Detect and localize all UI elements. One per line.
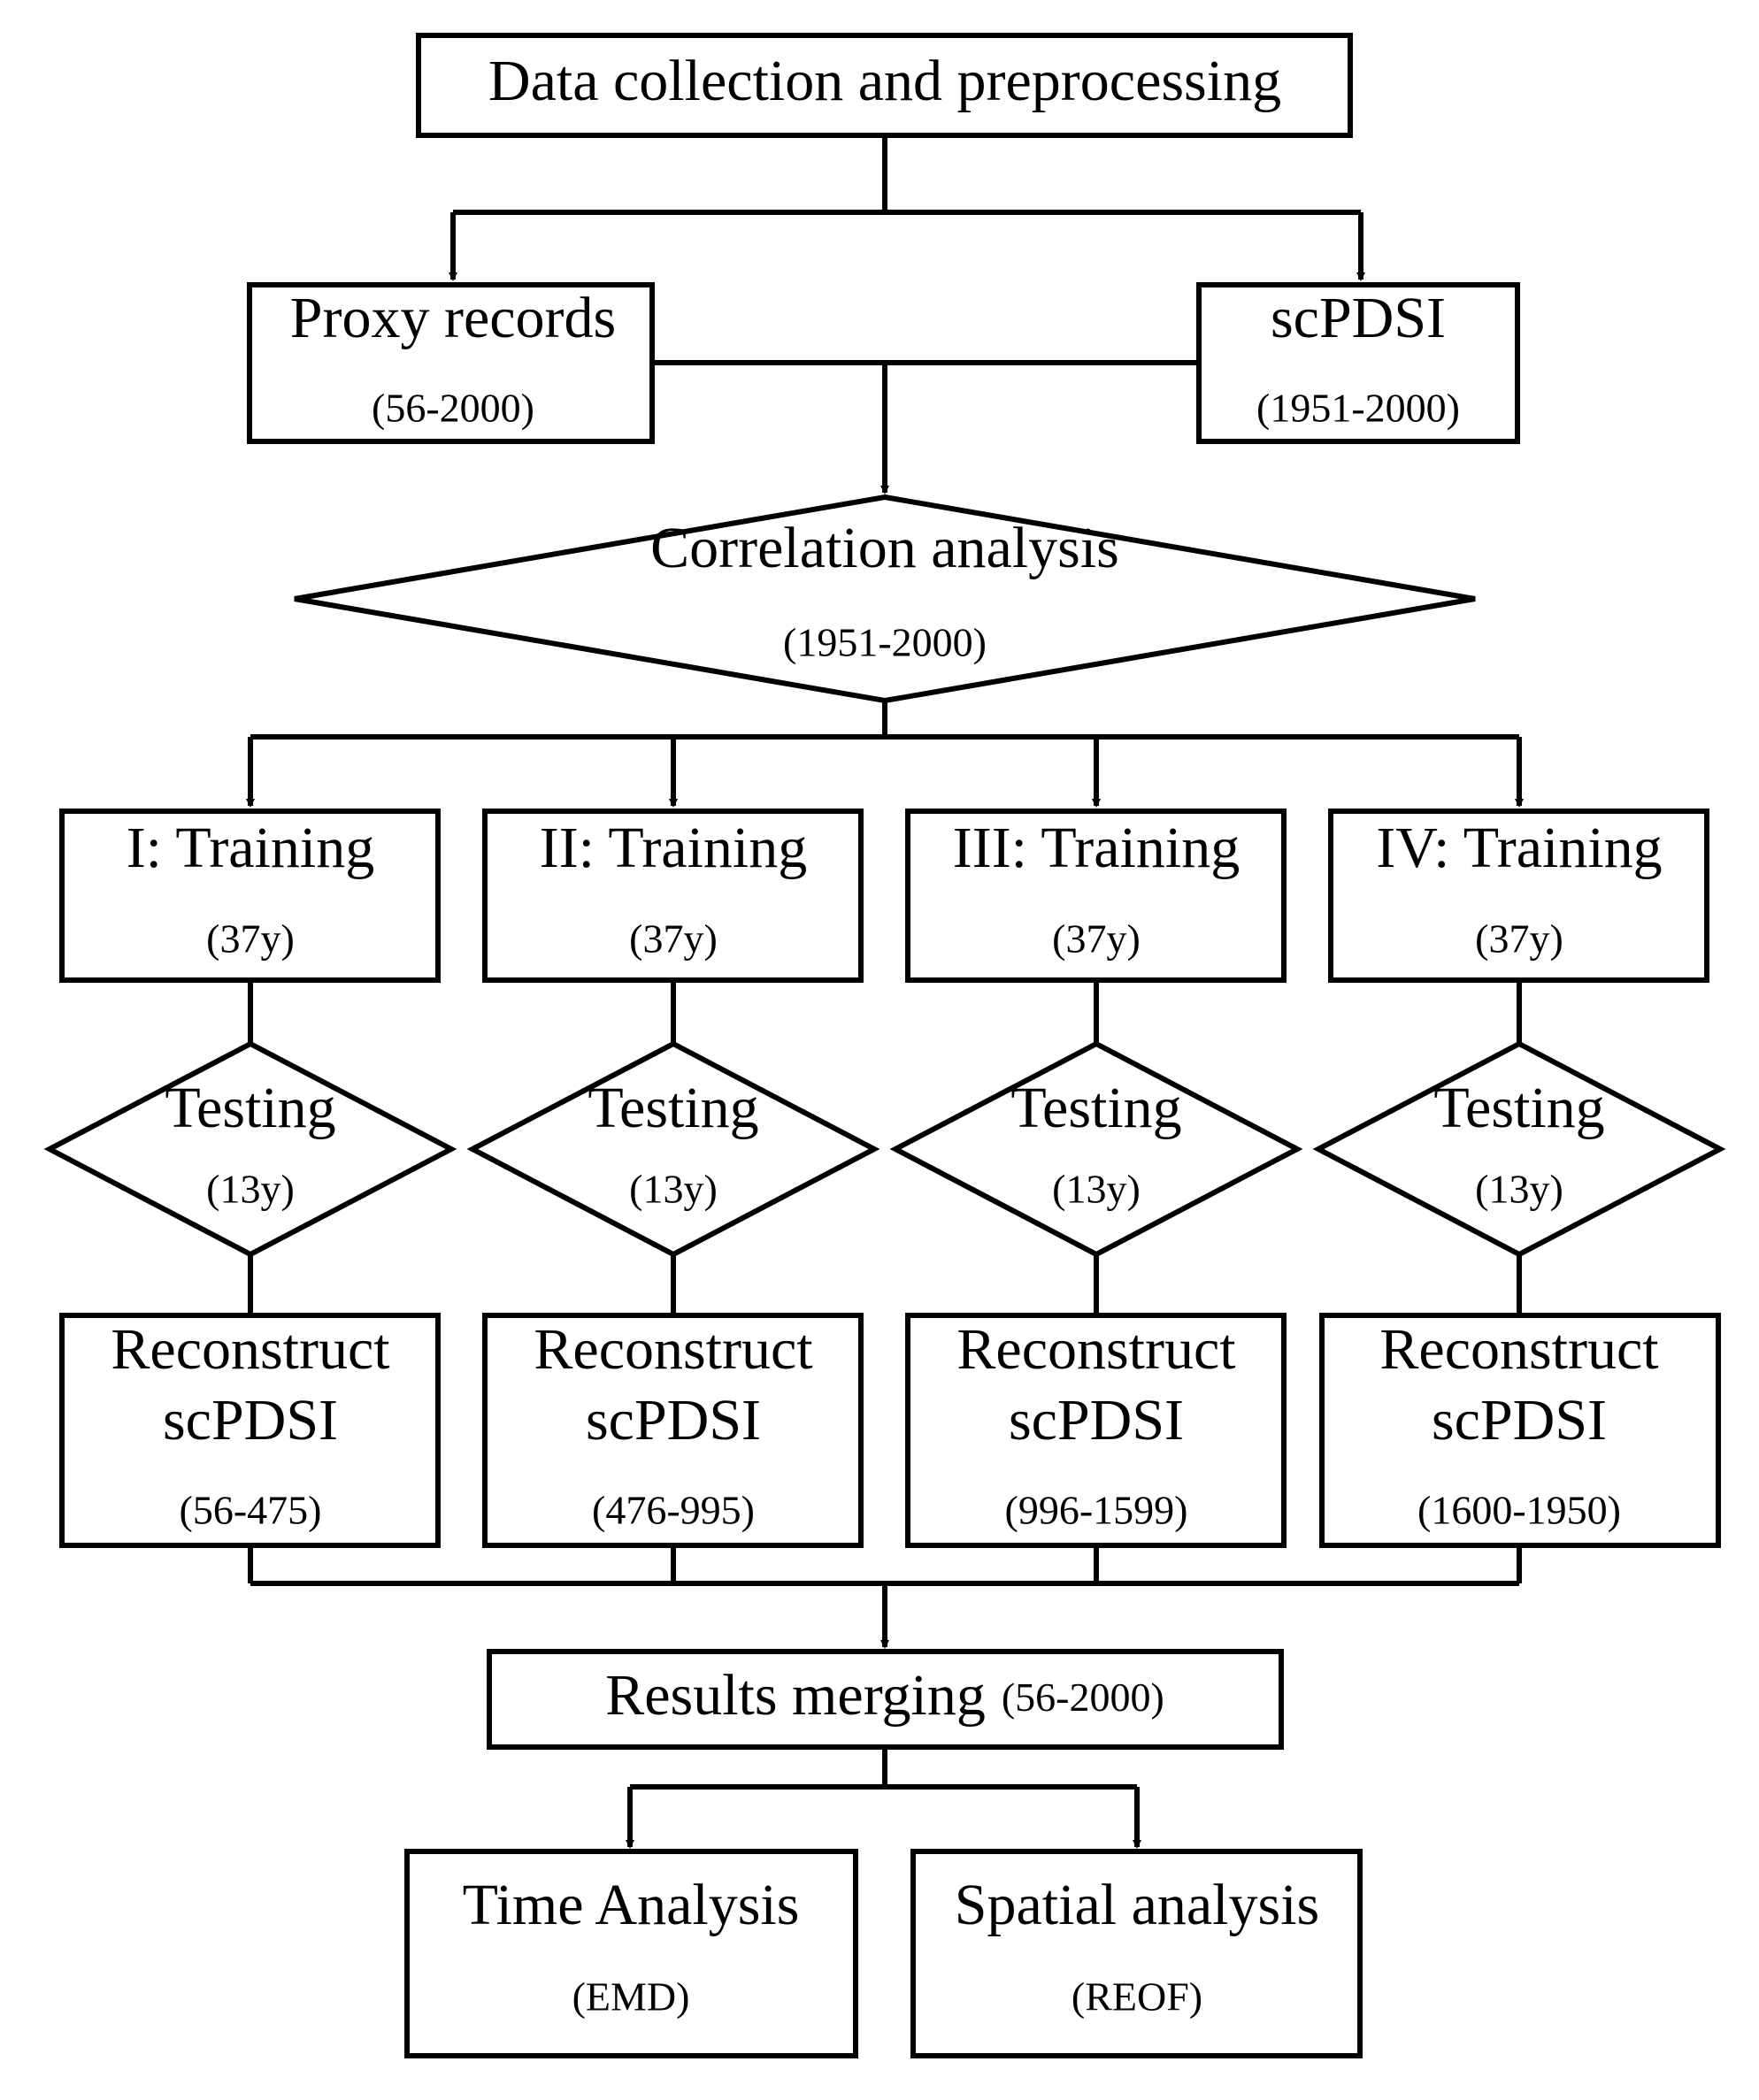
time-analysis-title: Time Analysis (463, 1873, 800, 1937)
spatial-analysis-box (910, 1849, 1363, 2058)
training-sub-3: (37y) (1052, 916, 1141, 962)
testing-diamond-3 (889, 1040, 1303, 1258)
reconstruct-sub-3: (996-1599) (1005, 1488, 1188, 1533)
reconstruct-box-4 (1319, 1313, 1721, 1548)
results-merging-box (487, 1649, 1284, 1750)
testing-diamond-2 (466, 1040, 880, 1258)
reconstruct-line1-2: Reconstruct (534, 1317, 812, 1382)
shapes (43, 33, 1726, 2058)
testing-sub-2: (13y) (629, 1167, 718, 1212)
testing-sub-4: (13y) (1475, 1167, 1563, 1212)
testing-sub-3: (13y) (1052, 1167, 1141, 1212)
proxy-records-box (247, 282, 655, 444)
arrows (246, 212, 1524, 1849)
training-sub-1: (37y) (206, 916, 295, 962)
results-merging-sub: (56-2000) (1002, 1675, 1164, 1720)
spatial-analysis-sub: (REOF) (1072, 1974, 1202, 2020)
results-merging-label: Results merging (56-2000) (605, 1663, 1164, 1728)
testing-title-1: Testing (165, 1076, 335, 1140)
training-sub-4: (37y) (1475, 916, 1563, 962)
reconstruct-sub-2: (476-995) (592, 1488, 755, 1533)
training-box-1 (59, 809, 441, 983)
reconstruct-line2-3: scPDSI (1009, 1388, 1184, 1452)
time-analysis-sub: (EMD) (572, 1974, 690, 2020)
results-merging-title: Results merging (605, 1663, 986, 1728)
scpdsi-title: scPDSI (1271, 286, 1446, 350)
reconstruct-box-2 (482, 1313, 864, 1548)
reconstruct-line1-3: Reconstruct (956, 1317, 1235, 1382)
correlation-sub: (1951-2000) (783, 620, 987, 665)
training-sub-2: (37y) (629, 916, 718, 962)
scpdsi-box (1196, 282, 1520, 444)
correlation-diamond (294, 494, 1476, 704)
training-box-3 (905, 809, 1287, 983)
proxy-records-title: Proxy records (290, 286, 616, 350)
testing-sub-1: (13y) (206, 1167, 295, 1212)
testing-title-3: Testing (1010, 1076, 1181, 1140)
testing-title-4: Testing (1433, 1076, 1604, 1140)
training-box-2 (482, 809, 864, 983)
reconstruct-box-3 (905, 1313, 1287, 1548)
reconstruct-sub-1: (56-475) (180, 1488, 322, 1533)
reconstruct-line1-1: Reconstruct (111, 1317, 389, 1382)
testing-diamond-1 (43, 1040, 457, 1258)
training-title-1: I: Training (127, 816, 375, 880)
reconstruct-line2-2: scPDSI (586, 1388, 761, 1452)
reconstruct-sub-4: (1600-1950) (1417, 1488, 1621, 1533)
correlation-title: Correlation analysis (650, 516, 1119, 580)
reconstruct-line1-4: Reconstruct (1379, 1317, 1658, 1382)
training-title-2: II: Training (540, 816, 808, 880)
data-collection-box (416, 33, 1353, 138)
labels: Data collection and preprocessing Proxy … (111, 49, 1662, 2019)
spatial-analysis-title: Spatial analysis (955, 1873, 1319, 1937)
reconstruct-line2-4: scPDSI (1432, 1388, 1607, 1452)
reconstruct-line2-1: scPDSI (163, 1388, 338, 1452)
training-title-3: III: Training (953, 816, 1241, 880)
time-analysis-box (404, 1849, 858, 2058)
testing-diamond-4 (1312, 1040, 1726, 1258)
testing-title-2: Testing (588, 1076, 758, 1140)
training-box-4 (1328, 809, 1709, 983)
proxy-records-sub: (56-2000) (372, 386, 534, 431)
training-title-4: IV: Training (1376, 816, 1662, 880)
data-collection-title: Data collection and preprocessing (488, 49, 1281, 113)
reconstruct-box-1 (59, 1313, 441, 1548)
scpdsi-sub: (1951-2000) (1256, 386, 1460, 431)
